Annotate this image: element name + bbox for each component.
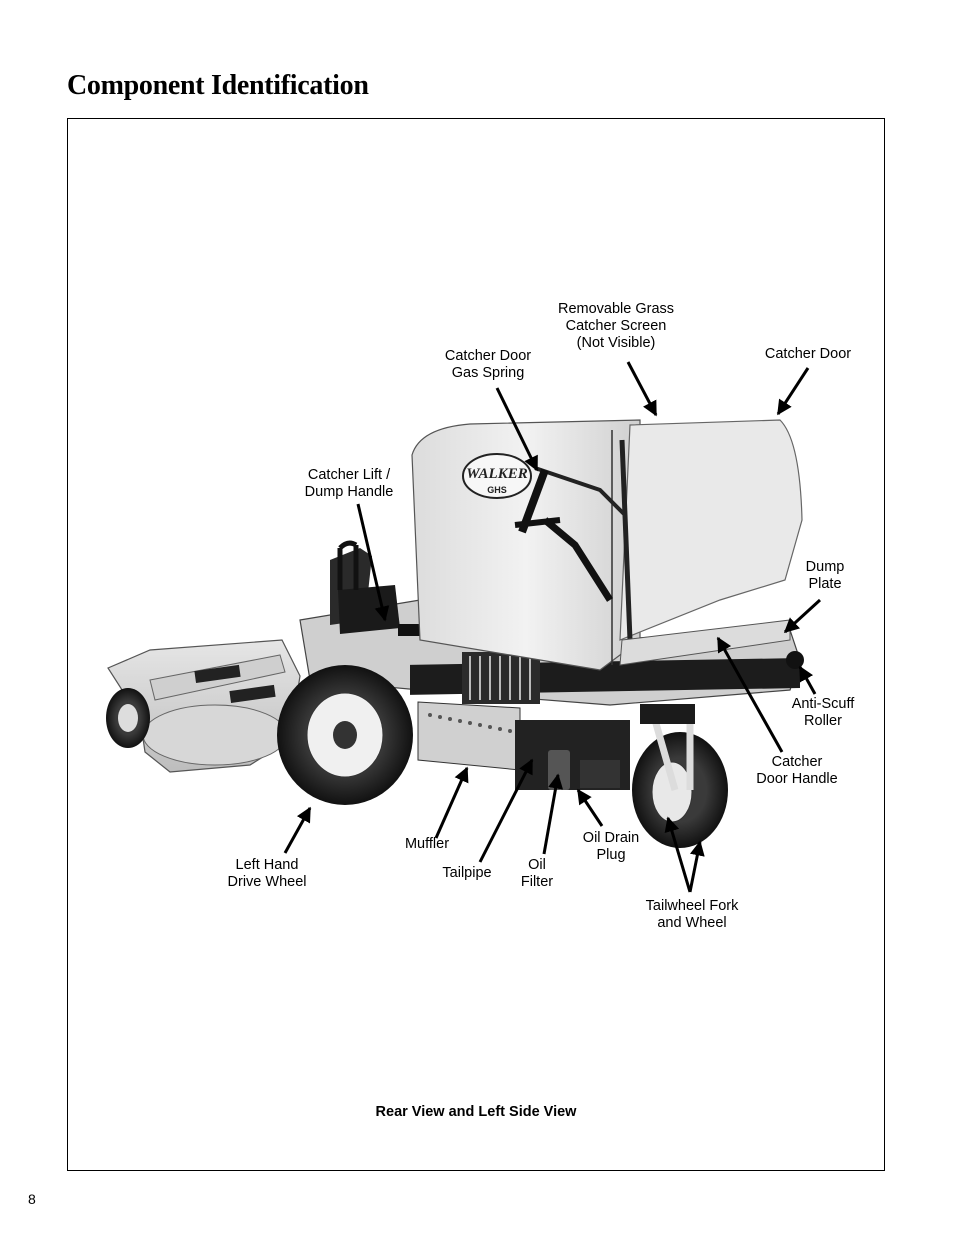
arrow-dump-plate <box>783 598 822 634</box>
label-removable-screen: Removable Grass Catcher Screen (Not Visi… <box>557 301 675 351</box>
figure-caption: Rear View and Left Side View <box>375 1104 577 1120</box>
label-dump-plate: Dump Plate <box>805 559 845 592</box>
arrow-muffler <box>434 766 469 839</box>
page-number: 8 <box>28 1191 36 1207</box>
label-gas-spring: Catcher Door Gas Spring <box>444 348 532 381</box>
arrow-tailwheel-left <box>664 816 692 893</box>
page-title: Component Identification <box>67 70 369 101</box>
anti-scuff-roller <box>786 651 804 669</box>
arrow-gas-spring <box>495 387 539 472</box>
grass-catcher: WALKER GHS <box>411 419 803 671</box>
arrow-tailpipe <box>478 758 534 863</box>
arrow-lift-handle <box>356 503 390 622</box>
arrow-drive-wheel <box>283 806 312 854</box>
label-drive-wheel: Left Hand Drive Wheel <box>227 857 307 890</box>
arrow-door-handle <box>716 636 784 753</box>
label-lift-handle: Catcher Lift / Dump Handle <box>304 467 394 500</box>
arrow-tailwheel-right <box>688 840 705 893</box>
arrow-oil-filter <box>542 773 564 855</box>
arrow-catcher-door <box>776 367 810 416</box>
figure-frame <box>67 118 885 1171</box>
arrow-anti-scuff <box>798 665 817 695</box>
label-muffler: Muffler <box>404 836 450 852</box>
svg-text:WALKER: WALKER <box>466 466 527 482</box>
label-tailpipe: Tailpipe <box>442 865 492 881</box>
arrow-removable-screen <box>626 361 658 417</box>
label-door-handle: Catcher Door Handle <box>756 754 838 787</box>
label-oil-drain: Oil Drain Plug <box>582 830 640 863</box>
mower-deck <box>106 639 301 773</box>
svg-text:GHS: GHS <box>487 485 507 495</box>
label-anti-scuff: Anti-Scuff Roller <box>791 696 855 729</box>
label-oil-filter: Oil Filter <box>520 857 554 890</box>
arrow-oil-drain <box>576 788 604 827</box>
label-catcher-door: Catcher Door <box>764 346 852 362</box>
label-tailwheel: Tailwheel Fork and Wheel <box>645 898 739 931</box>
tailwheel <box>632 704 728 848</box>
drive-wheel <box>277 665 413 805</box>
